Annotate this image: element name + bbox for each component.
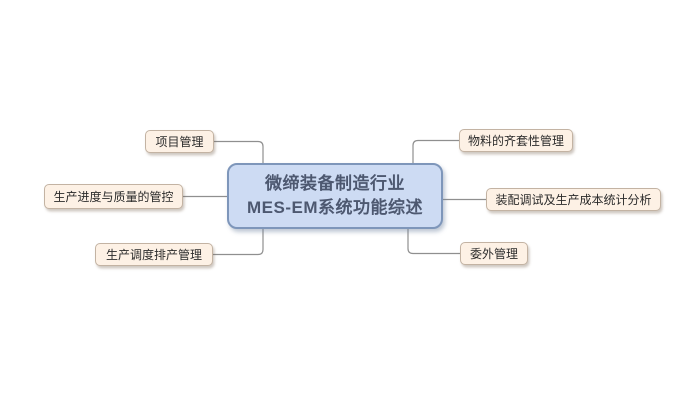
branch-node-material-kitting[interactable]: 物料的齐套性管理 <box>459 129 573 152</box>
branch-node-production-progress-quality[interactable]: 生产进度与质量的管控 <box>44 184 183 209</box>
root-node[interactable]: 微缔装备制造行业 MES-EM系统功能综述 <box>227 163 443 229</box>
branch-node-outsourcing-management[interactable]: 委外管理 <box>460 242 528 265</box>
branch-node-production-scheduling[interactable]: 生产调度排产管理 <box>95 243 213 266</box>
root-node-title-line1: 微缔装备制造行业 <box>265 174 405 193</box>
connector-schedule <box>213 229 264 256</box>
connector-outsource <box>407 229 460 255</box>
connector-material <box>412 139 459 163</box>
branch-node-assembly-cost-analysis[interactable]: 装配调试及生产成本统计分析 <box>486 188 661 211</box>
branch-node-project-management[interactable]: 项目管理 <box>145 130 214 153</box>
connector-project <box>214 140 264 163</box>
root-node-title-line2: MES-EM系统功能综述 <box>247 198 423 217</box>
